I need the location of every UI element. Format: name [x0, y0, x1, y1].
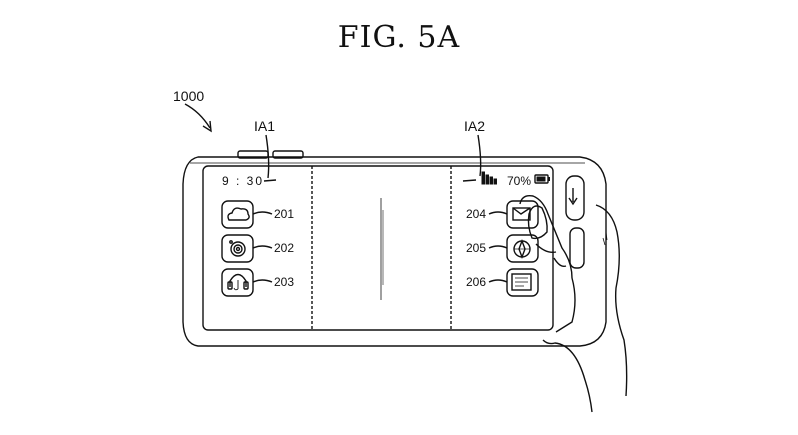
volume-button-2: [272, 150, 304, 159]
hand-outline: [542, 339, 593, 413]
signal-icon: [481, 171, 497, 185]
hand-palm-line: [553, 257, 567, 268]
area-label-ia2: IA2: [464, 118, 486, 134]
leader-202: [252, 245, 273, 249]
leader-203: [252, 279, 273, 283]
device-ref-label: 1000: [173, 88, 205, 104]
hand-knuckle: [535, 243, 557, 254]
ref-203: 203: [274, 275, 295, 289]
hand-thumb: [595, 204, 628, 397]
status-battery-percent: 70%: [507, 174, 532, 188]
ref-204: 204: [466, 207, 487, 221]
ref-202: 202: [274, 241, 295, 255]
app-icon-headphones: [221, 268, 254, 297]
cloud-icon: [227, 207, 250, 221]
mail-icon: [512, 207, 531, 221]
area-label-ia1: IA1: [254, 118, 276, 134]
status-time: 9 : 30: [222, 174, 265, 188]
headphones-icon: [229, 273, 247, 287]
camera-icon: [230, 241, 246, 257]
ref-201: 201: [274, 207, 295, 221]
device-body: [182, 156, 607, 347]
hand-finger: [519, 194, 576, 333]
app-icon-cloud: [221, 200, 254, 229]
figure-title: FIG. 5A: [337, 20, 461, 55]
battery-icon: [534, 174, 550, 184]
signal-tick: [462, 179, 477, 182]
app-icon-mail: [506, 200, 539, 229]
leader-205: [488, 245, 508, 249]
leader-201: [252, 211, 273, 215]
ref-205: 205: [466, 241, 487, 255]
ia1-leader: [265, 134, 270, 179]
volume-button-1: [237, 150, 269, 159]
hand-fingernail: [527, 205, 548, 240]
screen: [202, 165, 554, 331]
edge-arrow: [568, 188, 578, 206]
leader-204: [488, 211, 508, 215]
app-icon-gallery: [506, 268, 539, 297]
gallery-icon: [511, 273, 532, 291]
device-ref-arrow: [184, 103, 211, 129]
app-icon-camera: [221, 234, 254, 263]
time-tick: [263, 179, 277, 182]
device-ref-arrowhead: [202, 120, 212, 133]
leader-206: [488, 279, 508, 283]
app-icon-compass: [506, 234, 539, 263]
ref-206: 206: [466, 275, 487, 289]
edge-button-top: [565, 175, 585, 221]
ia2-leader: [477, 134, 482, 177]
edge-button-bottom: [569, 227, 585, 269]
